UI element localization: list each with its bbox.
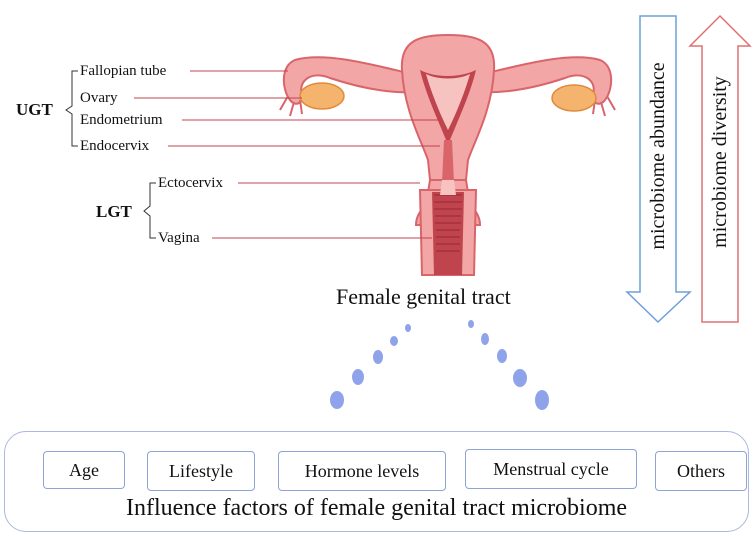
dot bbox=[513, 369, 527, 387]
dot bbox=[481, 333, 489, 345]
factor-menstrual-cycle: Menstrual cycle bbox=[465, 449, 637, 489]
dot bbox=[468, 320, 474, 328]
dot bbox=[330, 391, 344, 409]
dot bbox=[535, 390, 549, 410]
dot bbox=[497, 349, 507, 363]
factors-caption: Influence factors of female genital trac… bbox=[0, 495, 753, 522]
factor-others: Others bbox=[655, 451, 747, 491]
factor-lifestyle: Lifestyle bbox=[147, 451, 255, 491]
dot bbox=[373, 350, 383, 364]
dot bbox=[405, 324, 411, 332]
dot bbox=[390, 336, 398, 346]
dot bbox=[352, 369, 364, 385]
factor-age: Age bbox=[43, 451, 125, 489]
factor-hormone-levels: Hormone levels bbox=[278, 451, 446, 491]
